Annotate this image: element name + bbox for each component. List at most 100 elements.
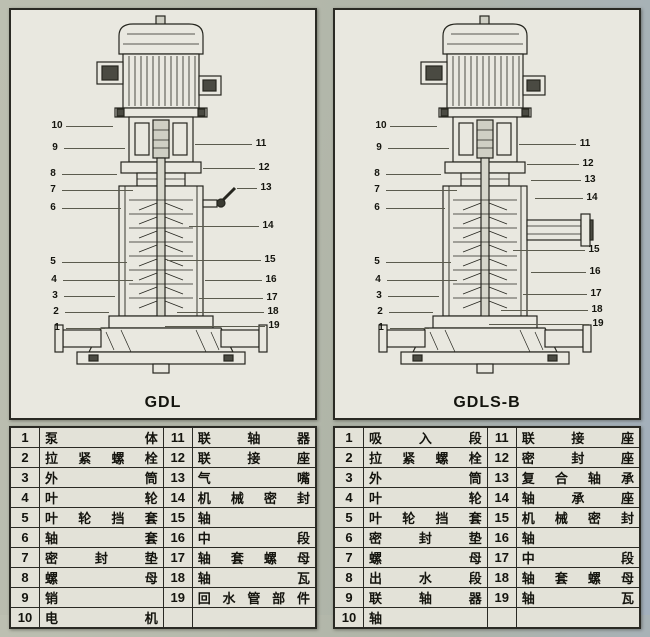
callout-leader-line xyxy=(501,310,588,311)
part-name-cell: 叶轮挡套 xyxy=(39,507,164,528)
callout-leader-line xyxy=(64,296,115,297)
part-name-cell: 联接座 xyxy=(191,447,317,468)
callout-4: 4 xyxy=(375,274,381,285)
part-number-cell: 12 xyxy=(486,447,517,468)
part-number-cell: 18 xyxy=(486,567,517,588)
part-name-cell: 电机 xyxy=(39,607,164,629)
part-name-cell: 轴套螺母 xyxy=(515,567,641,588)
part-name-cell: 轴瓦 xyxy=(515,587,641,608)
part-name-cell: 外筒 xyxy=(39,467,164,488)
callout-leader-line xyxy=(390,126,437,127)
part-number-cell: 19 xyxy=(486,587,517,608)
part-name-cell: 螺母 xyxy=(39,567,164,588)
part-name-cell: 联轴器 xyxy=(363,587,488,608)
callout-leader-line xyxy=(205,280,262,281)
part-name-cell: 回水管部件 xyxy=(191,587,317,608)
part-name-cell: 密封垫 xyxy=(363,527,488,548)
callout-12: 12 xyxy=(258,162,270,173)
callout-leader-line xyxy=(62,262,127,263)
part-number-cell: 16 xyxy=(486,527,517,548)
callout-leader-line xyxy=(523,294,587,295)
callout-12: 12 xyxy=(582,158,594,169)
part-name-cell: 密封垫 xyxy=(39,547,164,568)
callout-leader-line xyxy=(386,208,445,209)
callout-leader-line xyxy=(189,226,259,227)
part-number-cell: 9 xyxy=(9,587,40,608)
part-number-cell: 4 xyxy=(9,487,40,508)
part-name-cell: 联轴器 xyxy=(191,426,317,448)
callout-leader-line xyxy=(388,296,439,297)
callout-5: 5 xyxy=(374,256,380,267)
part-name-cell: 中段 xyxy=(515,547,641,568)
callout-9: 9 xyxy=(376,142,382,153)
callout-leader-line xyxy=(62,190,133,191)
part-name-cell: 密封座 xyxy=(515,447,641,468)
part-name-cell: 气嘴 xyxy=(191,467,317,488)
part-name-cell: 轴 xyxy=(515,527,641,548)
part-number-cell: 3 xyxy=(9,467,40,488)
callout-leader-line xyxy=(237,188,257,189)
callout-15: 15 xyxy=(588,244,600,255)
callout-leader-line xyxy=(62,174,117,175)
callout-3: 3 xyxy=(52,290,58,301)
callout-leader-line xyxy=(387,280,457,281)
callout-leader-line xyxy=(177,312,264,313)
callout-8: 8 xyxy=(374,168,380,179)
callout-10: 10 xyxy=(51,120,63,131)
callout-1: 1 xyxy=(54,322,60,333)
callout-leader-line xyxy=(165,326,265,327)
gdl-pump-drawing xyxy=(54,15,268,374)
part-number-cell xyxy=(162,607,193,629)
part-number-cell xyxy=(486,607,517,629)
part-name-cell: 轴套螺母 xyxy=(191,547,317,568)
callout-leader-line xyxy=(62,208,121,209)
callout-9: 9 xyxy=(52,142,58,153)
part-number-cell: 19 xyxy=(162,587,193,608)
part-name-cell: 销 xyxy=(39,587,164,608)
gdlsb-caption: GDLS-B xyxy=(453,394,521,411)
callout-leader-line xyxy=(390,328,429,329)
part-name-cell: 吸入段 xyxy=(363,426,488,448)
part-name-cell: 联接座 xyxy=(515,426,641,448)
part-name-cell: 泵体 xyxy=(39,426,164,448)
callout-7: 7 xyxy=(374,184,380,195)
part-number-cell: 13 xyxy=(162,467,193,488)
callout-14: 14 xyxy=(586,192,598,203)
part-name-cell: 叶轮挡套 xyxy=(363,507,488,528)
part-number-cell: 8 xyxy=(333,567,364,588)
part-name-cell: 叶轮 xyxy=(39,487,164,508)
part-number-cell: 13 xyxy=(486,467,517,488)
callout-17: 17 xyxy=(590,288,602,299)
callout-leader-line xyxy=(535,198,583,199)
part-name-cell: 中段 xyxy=(191,527,317,548)
part-name-cell: 拉紧螺栓 xyxy=(39,447,164,468)
callout-11: 11 xyxy=(255,138,267,149)
callout-16: 16 xyxy=(589,266,601,277)
part-number-cell: 1 xyxy=(9,426,40,448)
part-number-cell: 11 xyxy=(162,426,193,448)
part-number-cell: 4 xyxy=(333,487,364,508)
callout-4: 4 xyxy=(51,274,57,285)
callout-11: 11 xyxy=(579,138,591,149)
gdl-caption: GDL xyxy=(144,394,182,411)
part-number-cell: 7 xyxy=(333,547,364,568)
callout-leader-line xyxy=(513,250,585,251)
part-number-cell: 3 xyxy=(333,467,364,488)
part-number-cell: 10 xyxy=(333,607,364,629)
